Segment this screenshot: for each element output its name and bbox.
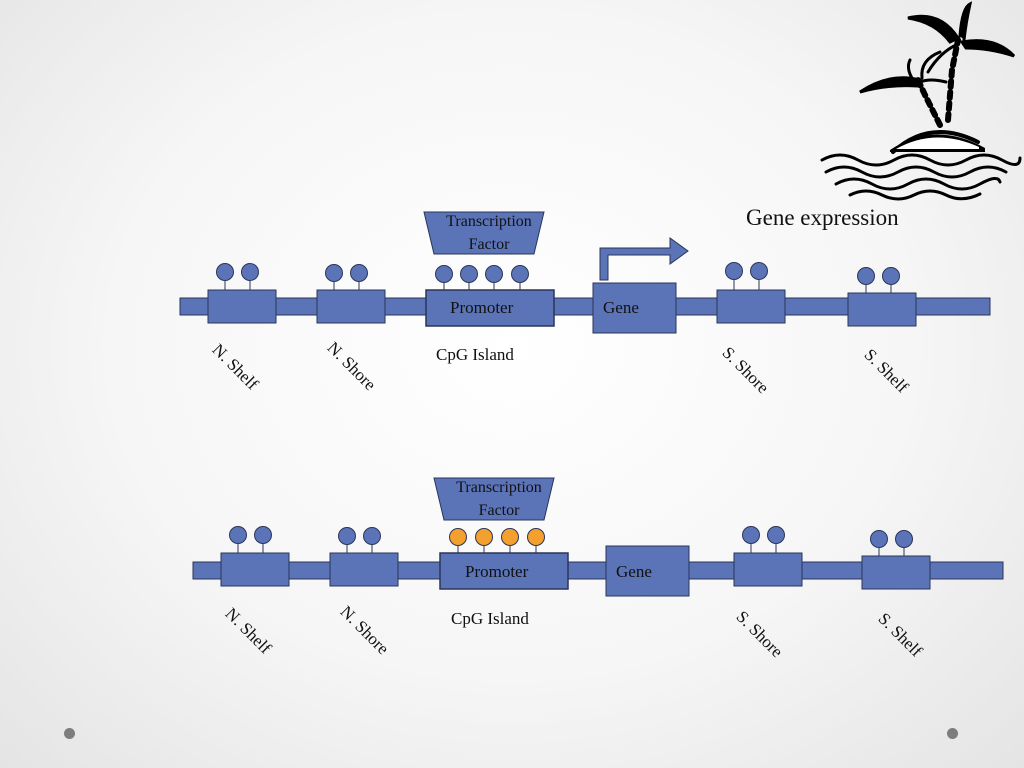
tf-line-1: Transcription (456, 479, 542, 496)
tf-line-1: Transcription (446, 213, 532, 230)
unmethylated-cpg-site (767, 526, 785, 544)
unmethylated-cpg-site (229, 526, 247, 544)
unmethylated-cpg-site (742, 526, 760, 544)
methylated-cpg-site (449, 528, 467, 546)
methylation-sites (216, 262, 900, 293)
transcription-arrow-icon (599, 237, 689, 281)
transcription-factor-label: Transcription Factor (424, 210, 554, 256)
methylated-cpg-site (501, 528, 519, 546)
tf-line-2: Factor (468, 236, 510, 253)
dna-row-expressed (179, 211, 991, 334)
transcription-factor-shape (433, 477, 555, 521)
n-shore-box (329, 552, 399, 587)
slide-corner-dot (947, 728, 958, 739)
unmethylated-cpg-site (216, 263, 234, 281)
promoter-label: Promoter (450, 298, 514, 317)
gene-label: Gene (603, 298, 639, 317)
unmethylated-cpg-site (882, 267, 900, 285)
cpg-island-label: CpG Island (451, 609, 529, 628)
s-shore-box (716, 289, 786, 324)
unmethylated-cpg-site (725, 262, 743, 280)
n-shelf-box (207, 289, 277, 324)
transcription-factor-shape (423, 211, 545, 255)
methylated-cpg-site (475, 528, 493, 546)
unmethylated-cpg-site (511, 265, 529, 283)
promoter-box (425, 289, 555, 327)
s-shelf-box (847, 292, 917, 327)
methylated-cpg-site (527, 528, 545, 546)
palm-island-icon (820, 1, 1022, 201)
tf-line-2: Factor (478, 502, 520, 519)
unmethylated-cpg-site (857, 267, 875, 285)
unmethylated-cpg-site (870, 530, 888, 548)
cpg-island-label: CpG Island (436, 345, 514, 364)
unmethylated-cpg-site (254, 526, 272, 544)
unmethylated-cpg-site (750, 262, 768, 280)
transcription-factor-label: Transcription Factor (434, 476, 564, 522)
unmethylated-cpg-site (363, 527, 381, 545)
unmethylated-cpg-site (435, 265, 453, 283)
gene-box (605, 545, 690, 597)
unmethylated-cpg-site (325, 264, 343, 282)
promoter-box (439, 552, 569, 590)
s-shelf-box (861, 555, 931, 590)
unmethylated-cpg-site (895, 530, 913, 548)
slide-corner-dot (64, 728, 75, 739)
gene-label: Gene (616, 562, 652, 581)
n-shore-box (316, 289, 386, 324)
dna-row-silenced (192, 477, 1004, 597)
methylation-sites (229, 526, 913, 556)
unmethylated-cpg-site (241, 263, 259, 281)
promoter-label: Promoter (465, 562, 529, 581)
s-shore-box (733, 552, 803, 587)
gene-box (592, 282, 677, 334)
unmethylated-cpg-site (338, 527, 356, 545)
unmethylated-cpg-site (350, 264, 368, 282)
n-shelf-box (220, 552, 290, 587)
gene-expression-title: Gene expression (746, 205, 899, 230)
unmethylated-cpg-site (460, 265, 478, 283)
unmethylated-cpg-site (485, 265, 503, 283)
